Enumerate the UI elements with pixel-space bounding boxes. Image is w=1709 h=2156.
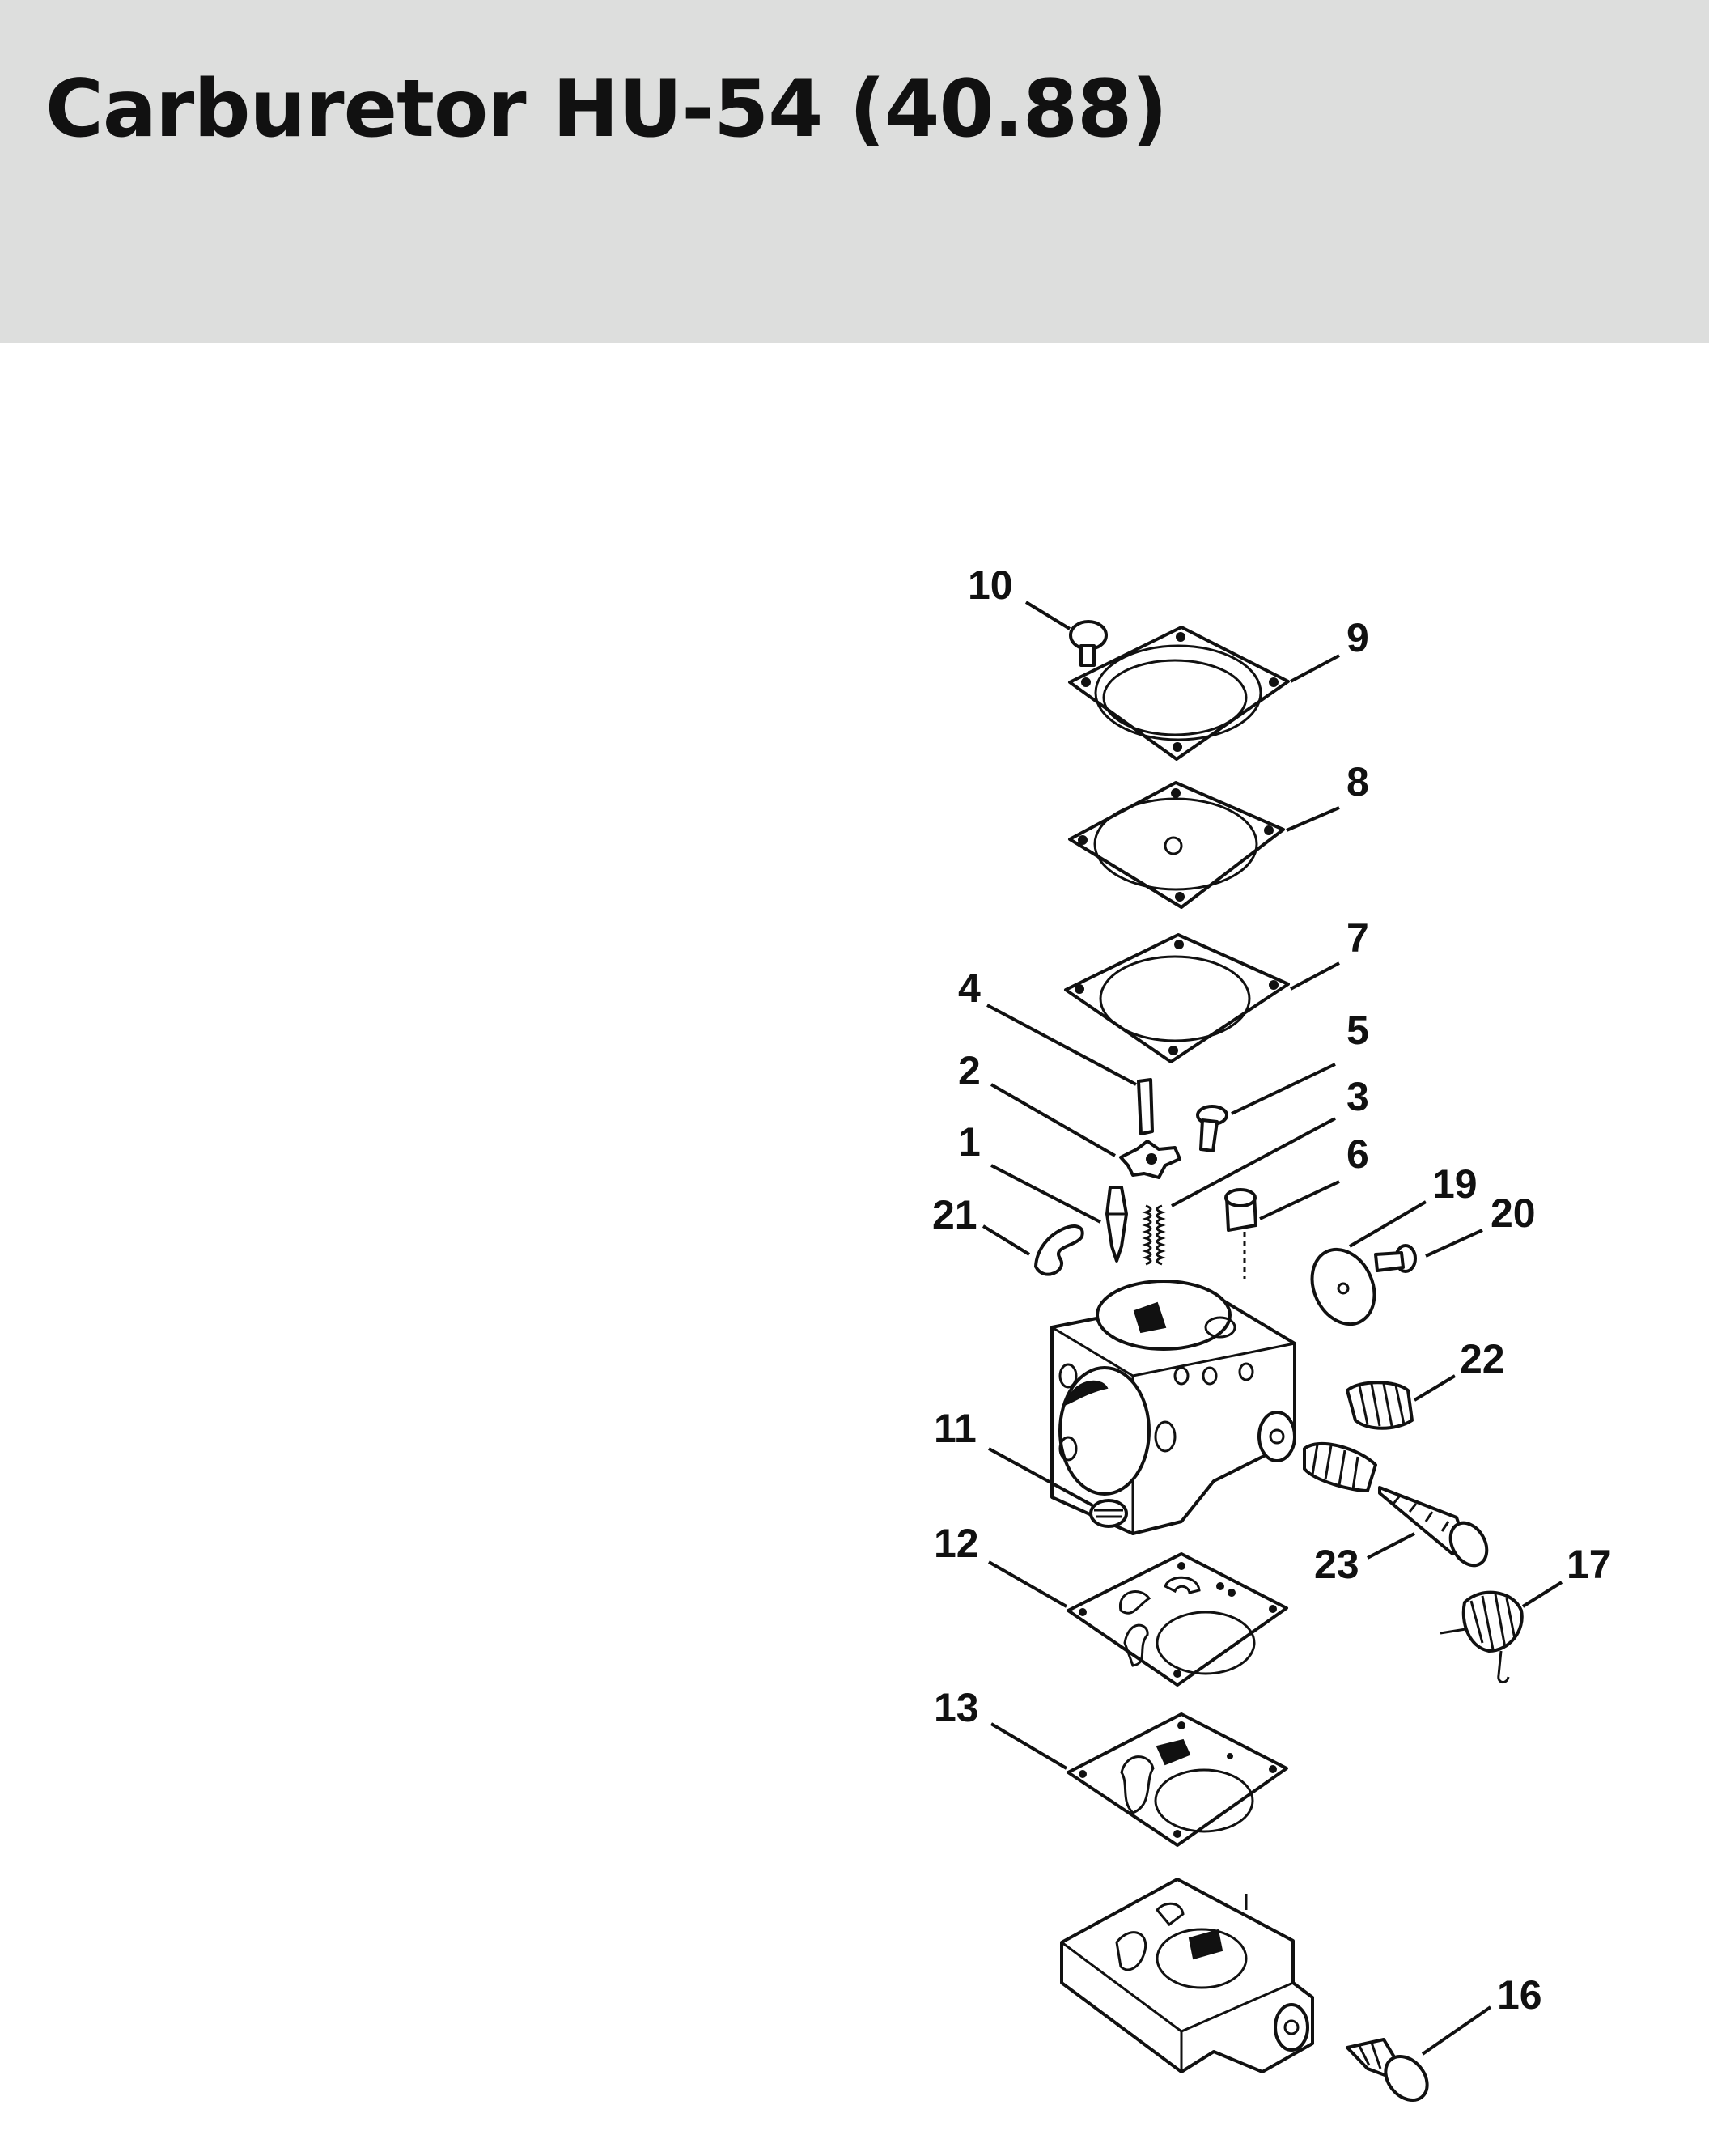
part-12-gasket — [1067, 1552, 1288, 1687]
part-13-pump-diaphragm — [1067, 1712, 1288, 1847]
part-4-pin — [1137, 1078, 1154, 1135]
callout-19: 19 — [1432, 1161, 1478, 1207]
callout-13: 13 — [934, 1685, 979, 1730]
part-6-plug — [1224, 1188, 1257, 1279]
part-19-washer — [1310, 1247, 1376, 1326]
callout-1: 1 — [958, 1119, 981, 1165]
part-3-spring — [1142, 1204, 1166, 1266]
pump-body — [1060, 1878, 1314, 2073]
page-title: Carburetor HU-54 (40.88) — [45, 63, 1168, 155]
part-16-idle-screw — [1346, 2038, 1429, 2102]
part-21-clip — [1034, 1224, 1084, 1276]
part-1-inlet-needle — [1105, 1186, 1128, 1263]
callout-20: 20 — [1491, 1190, 1536, 1236]
callout-2: 2 — [958, 1048, 981, 1093]
leader-lines — [982, 601, 1563, 2056]
title-banner: Carburetor HU-54 (40.88) — [0, 0, 1709, 343]
part-11-strainer — [1089, 1499, 1128, 1528]
part-9-cover — [1068, 626, 1290, 761]
callout-5: 5 — [1346, 1008, 1369, 1053]
callout-3: 3 — [1346, 1074, 1369, 1119]
part-2-control-lever — [1119, 1140, 1181, 1179]
callout-7: 7 — [1346, 915, 1369, 961]
part-22-spring — [1346, 1381, 1414, 1430]
callout-9: 9 — [1346, 615, 1369, 660]
part-23-adjusting-screw — [1303, 1441, 1489, 1568]
part-17-torsion-spring — [1440, 1590, 1524, 1683]
part-8-diaphragm — [1068, 781, 1285, 909]
callout-10: 10 — [968, 562, 1013, 608]
carburetor-body — [1050, 1280, 1296, 1535]
part-5-screw — [1196, 1105, 1228, 1152]
callout-11: 11 — [934, 1406, 977, 1451]
part-7-gasket — [1064, 933, 1290, 1063]
callout-4: 4 — [958, 966, 981, 1011]
callout-6: 6 — [1346, 1131, 1369, 1177]
callout-22: 22 — [1460, 1336, 1505, 1381]
callout-23: 23 — [1314, 1542, 1359, 1587]
callout-17: 17 — [1567, 1542, 1612, 1587]
callout-16: 16 — [1497, 1972, 1542, 2018]
callout-8: 8 — [1346, 759, 1369, 804]
part-10-cover-screw — [1069, 620, 1108, 667]
callout-labels: 10 9 8 7 4 5 2 3 1 6 21 19 20 22 11 12 2… — [932, 562, 1612, 2018]
callout-21: 21 — [932, 1192, 977, 1237]
callout-12: 12 — [934, 1521, 979, 1566]
part-20-screw — [1374, 1244, 1417, 1273]
